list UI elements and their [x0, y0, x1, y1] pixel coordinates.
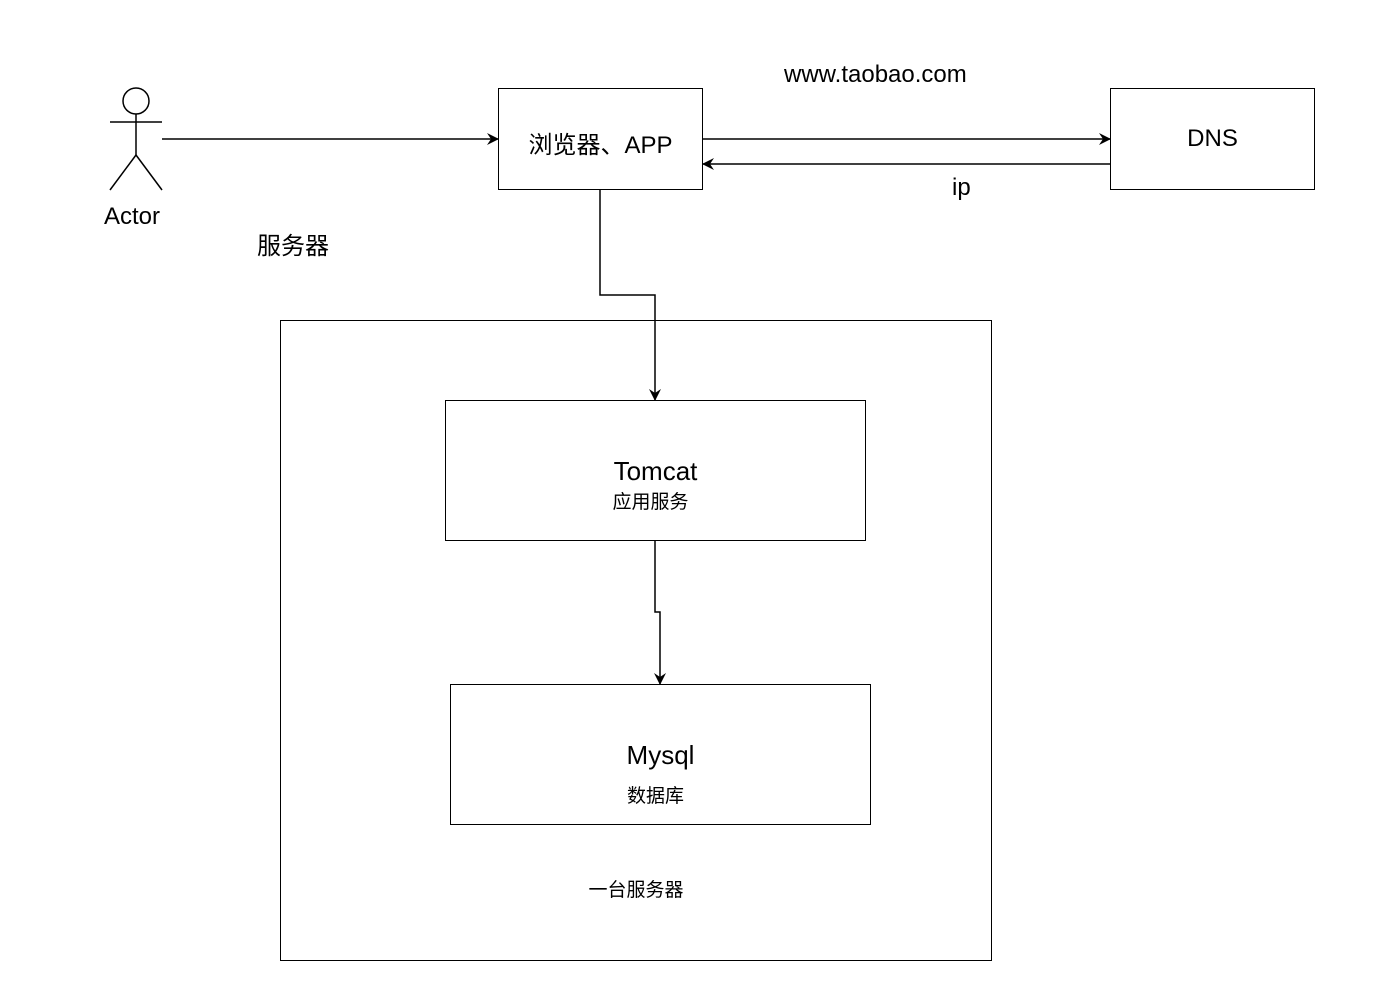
tomcat-to-mysql-arrow [654, 540, 666, 685]
dns-label: DNS [1187, 125, 1238, 152]
mysql-node[interactable]: Mysql 数据库 [450, 684, 871, 825]
domain-label: www.taobao.com [784, 61, 967, 88]
mysql-title: Mysql [626, 740, 695, 770]
browser-app-label: 浏览器、APP [528, 132, 673, 159]
server-container[interactable]: 一台服务器 [280, 320, 992, 961]
mysql-subtitle: 数据库 [626, 786, 684, 807]
server-heading: 服务器 [257, 233, 329, 260]
dns-node[interactable]: DNS [1110, 88, 1315, 190]
tomcat-node[interactable]: Tomcat 应用服务 [445, 400, 866, 541]
actor-label: Actor [104, 203, 161, 230]
browser-app-node[interactable]: 浏览器、APP [498, 88, 703, 190]
browser-to-tomcat-arrow [599, 190, 661, 401]
server-caption: 一台服务器 [588, 880, 684, 901]
tomcat-title: Tomcat [613, 456, 698, 486]
tomcat-subtitle: 应用服务 [612, 492, 689, 513]
ip-label: ip [952, 174, 971, 201]
actor-figure-icon [109, 87, 163, 191]
